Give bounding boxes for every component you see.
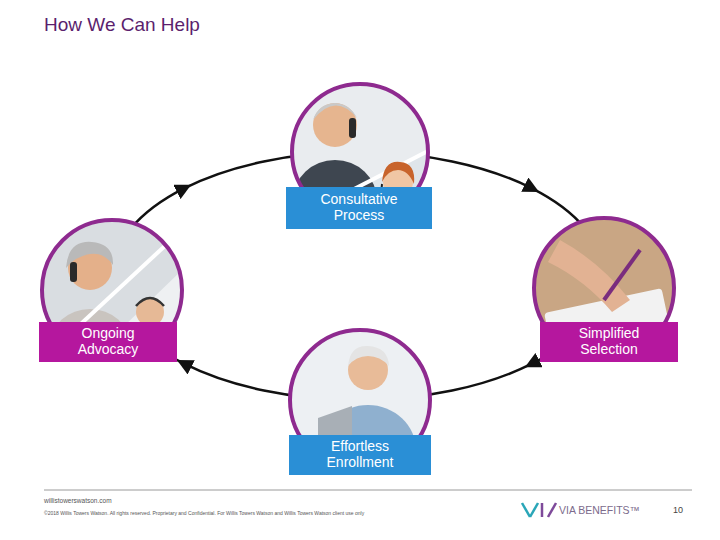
slide-title: How We Can Help — [44, 14, 200, 36]
step-label: Simplified Selection — [561, 326, 657, 357]
footer-text: willistowerswatson.com — [44, 497, 112, 505]
step-box: Effortless Enrollment — [289, 435, 431, 475]
step-label: Ongoing Advocacy — [60, 326, 156, 357]
footer-rule — [44, 490, 692, 491]
photo-bottom — [290, 330, 430, 495]
step-box: Ongoing Advocacy — [39, 322, 177, 362]
step-label: Consultative Process — [304, 192, 414, 223]
step-label: Effortless Enrollment — [310, 439, 410, 470]
footer-text: ©2018 Willis Towers Watson. All rights r… — [44, 510, 364, 516]
step-box: Consultative Process — [286, 187, 432, 229]
footer-text: 10 — [673, 505, 683, 516]
step-box: Simplified Selection — [540, 322, 678, 362]
photo-top — [290, 82, 430, 255]
logo-mark — [522, 503, 556, 517]
footer-text: VIA BENEFITS™ — [559, 504, 640, 517]
